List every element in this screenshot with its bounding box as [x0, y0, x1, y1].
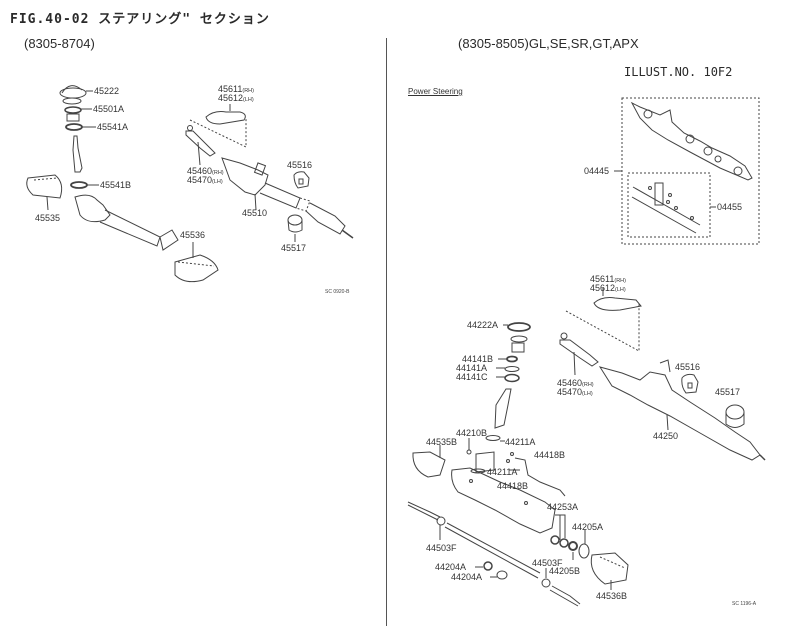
part-label-45510[interactable]: 45510 [242, 208, 268, 218]
part-label-44222a[interactable]: 44222A [467, 320, 499, 330]
part-label-44205a[interactable]: 44205A [572, 522, 604, 532]
side-suffix: (LH) [212, 179, 223, 185]
part-label-44141a[interactable]: 44141A [456, 363, 488, 373]
part-label-44418b-2[interactable]: 44418B [497, 481, 529, 491]
side-suffix: (RH) [212, 170, 224, 176]
part-label-45517[interactable]: 45517 [281, 243, 307, 253]
figure-title: FIG.40-02 ステアリング" セクション [10, 12, 270, 27]
part-label-04455[interactable]: 04455 [717, 202, 743, 212]
part-number: 45612 [218, 93, 244, 103]
part-number: 45470 [187, 175, 213, 185]
part-label-45612[interactable]: 45612(LH) [590, 283, 626, 295]
part-label-45541b[interactable]: 45541B [100, 180, 132, 190]
side-suffix: (RH) [242, 88, 254, 94]
part-label-44210b[interactable]: 44210B [456, 428, 488, 438]
part-number: 45460 [187, 166, 213, 176]
part-label-45611[interactable]: 45611(RH) [590, 274, 626, 286]
part-label-45536[interactable]: 45536 [180, 230, 206, 240]
part-label-44250[interactable]: 44250 [653, 431, 679, 441]
part-number: 45460 [557, 378, 583, 388]
part-label-45470[interactable]: 45470(LH) [187, 175, 223, 187]
part-number: 45611 [218, 84, 243, 94]
part-label-44418b[interactable]: 44418B [534, 450, 566, 460]
part-number: 45612 [590, 283, 616, 293]
right-model-range: (8305-8505)GL,SE,SR,GT,APX [458, 36, 639, 51]
part-number: 45470 [557, 387, 583, 397]
part-label-44204a-2[interactable]: 44204A [451, 572, 483, 582]
left-manual-steering-illustration [26, 85, 354, 283]
side-suffix: (RH) [582, 382, 594, 388]
part-label-44503f-2[interactable]: 44503F [532, 558, 563, 568]
right-power-steering-illustration [407, 97, 766, 607]
part-label-45516[interactable]: 45516 [675, 362, 701, 372]
part-label-44204a[interactable]: 44204A [435, 562, 467, 572]
left-illustration-code: SC 0920-B [325, 289, 350, 295]
part-label-45541a[interactable]: 45541A [97, 122, 129, 132]
part-label-45501a[interactable]: 45501A [93, 104, 125, 114]
part-label-45535[interactable]: 45535 [35, 213, 61, 223]
part-label-45612[interactable]: 45612(LH) [218, 93, 254, 105]
part-label-44141b[interactable]: 44141B [462, 354, 494, 364]
part-number: 45611 [590, 274, 615, 284]
side-suffix: (LH) [582, 391, 593, 397]
illustration-number: ILLUST.NO. 10F2 [624, 65, 733, 79]
part-label-45460[interactable]: 45460(RH) [187, 166, 224, 178]
side-suffix: (LH) [615, 287, 626, 293]
part-label-44536b[interactable]: 44536B [596, 591, 628, 601]
column-divider [386, 38, 387, 626]
part-label-44535b[interactable]: 44535B [426, 437, 458, 447]
right-illustration-code: SC 1196-A [732, 601, 757, 607]
part-label-44253a[interactable]: 44253A [547, 502, 579, 512]
part-label-45222[interactable]: 45222 [94, 86, 120, 96]
part-label-04445[interactable]: 04445 [584, 166, 610, 176]
part-label-45470[interactable]: 45470(LH) [557, 387, 593, 399]
power-steering-label: Power Steering [408, 87, 463, 96]
part-label-44205b[interactable]: 44205B [549, 566, 581, 576]
left-model-range: (8305-8704) [24, 36, 95, 51]
part-label-45460[interactable]: 45460(RH) [557, 378, 594, 390]
side-suffix: (LH) [243, 97, 254, 103]
side-suffix: (RH) [614, 278, 626, 284]
part-label-44141c[interactable]: 44141C [456, 372, 488, 382]
part-label-45516[interactable]: 45516 [287, 160, 313, 170]
part-label-45611[interactable]: 45611(RH) [218, 84, 254, 96]
part-label-44211a-2[interactable]: 44211A [487, 467, 518, 477]
part-label-45517[interactable]: 45517 [715, 387, 741, 397]
part-label-44211a[interactable]: 44211A [505, 437, 536, 447]
part-label-44503f[interactable]: 44503F [426, 543, 457, 553]
